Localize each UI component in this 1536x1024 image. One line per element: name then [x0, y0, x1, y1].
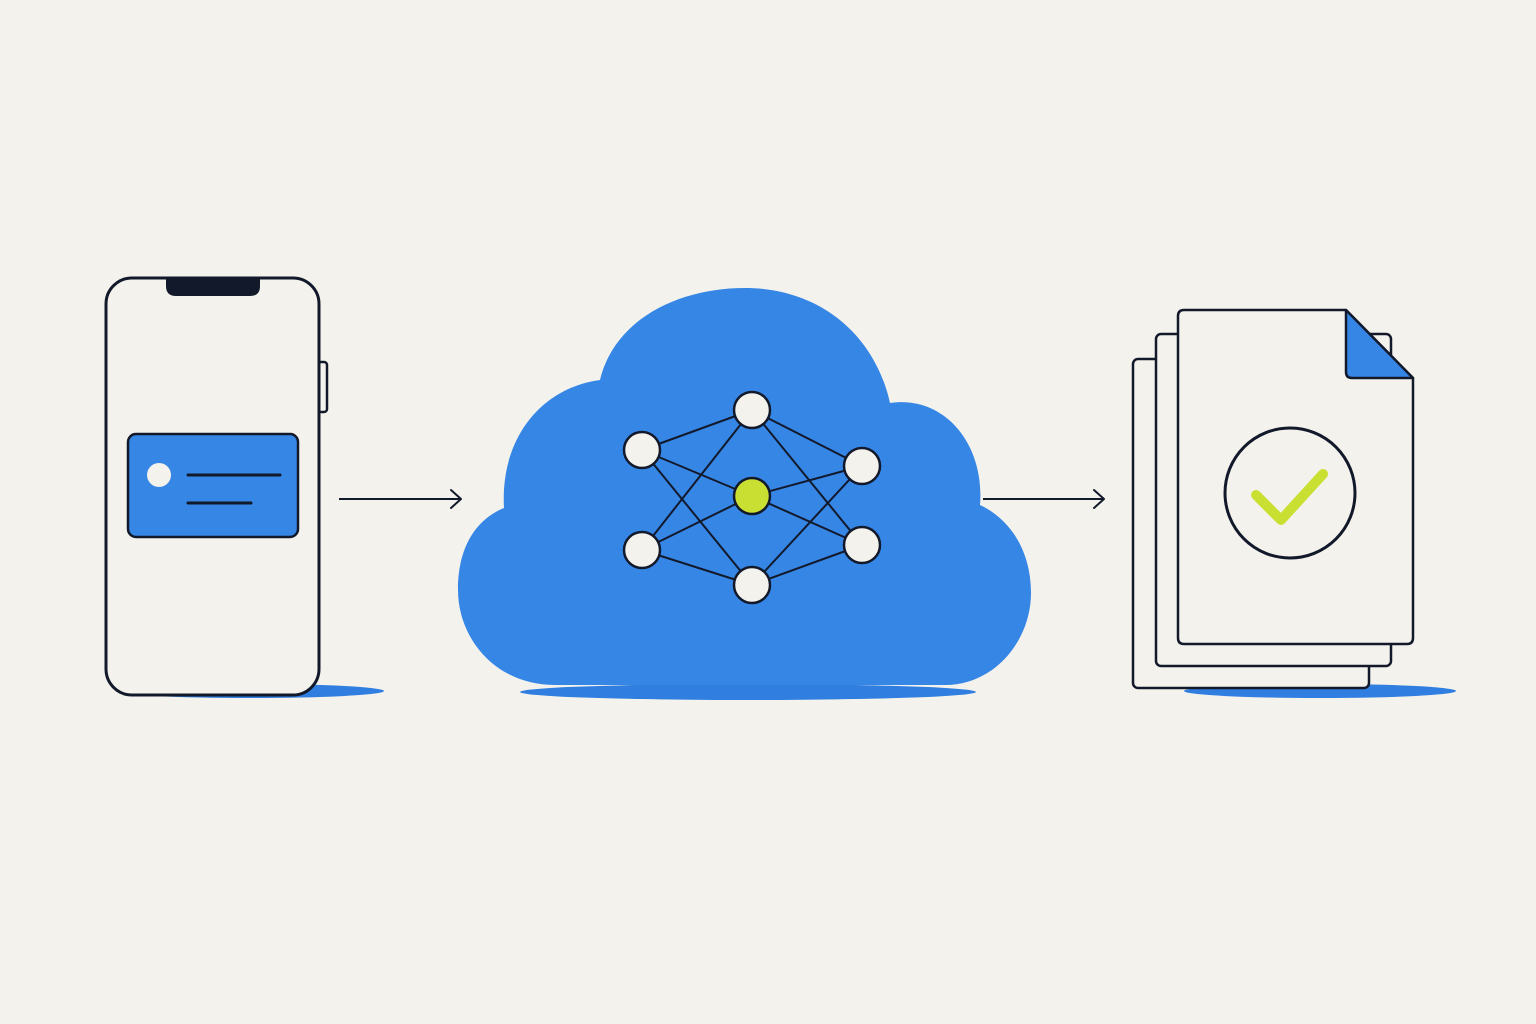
network-edge — [641, 449, 753, 586]
network-edge — [751, 409, 863, 546]
network-edge — [751, 409, 863, 467]
network-node — [842, 525, 882, 565]
document-fold-corner — [1344, 308, 1415, 380]
arrow-right-icon — [983, 489, 1105, 509]
checkmark-badge — [1223, 426, 1357, 560]
network-edge — [641, 409, 753, 451]
network-edge — [751, 495, 863, 546]
network-node — [622, 430, 662, 470]
network-edge — [641, 449, 753, 497]
network-node — [842, 446, 882, 486]
network-edge — [641, 409, 753, 551]
network-node — [732, 390, 772, 430]
network-node — [622, 530, 662, 570]
message-card — [126, 432, 300, 539]
phone-notch — [166, 278, 260, 296]
network-node — [732, 565, 772, 605]
document-stack-icon — [1131, 308, 1415, 690]
message-card-icon — [126, 432, 300, 539]
checkmark-icon — [1223, 426, 1357, 560]
cloud-shadow — [520, 684, 976, 700]
arrow-right-icon — [339, 489, 462, 509]
network-edge — [751, 465, 863, 586]
checkmark — [1251, 469, 1328, 525]
network-edge — [751, 544, 863, 586]
message-card-avatar — [147, 463, 171, 487]
neural-network-icon — [622, 390, 882, 605]
network-edge — [641, 495, 753, 551]
smartphone-icon — [104, 276, 329, 697]
network-node-highlighted — [732, 476, 772, 516]
